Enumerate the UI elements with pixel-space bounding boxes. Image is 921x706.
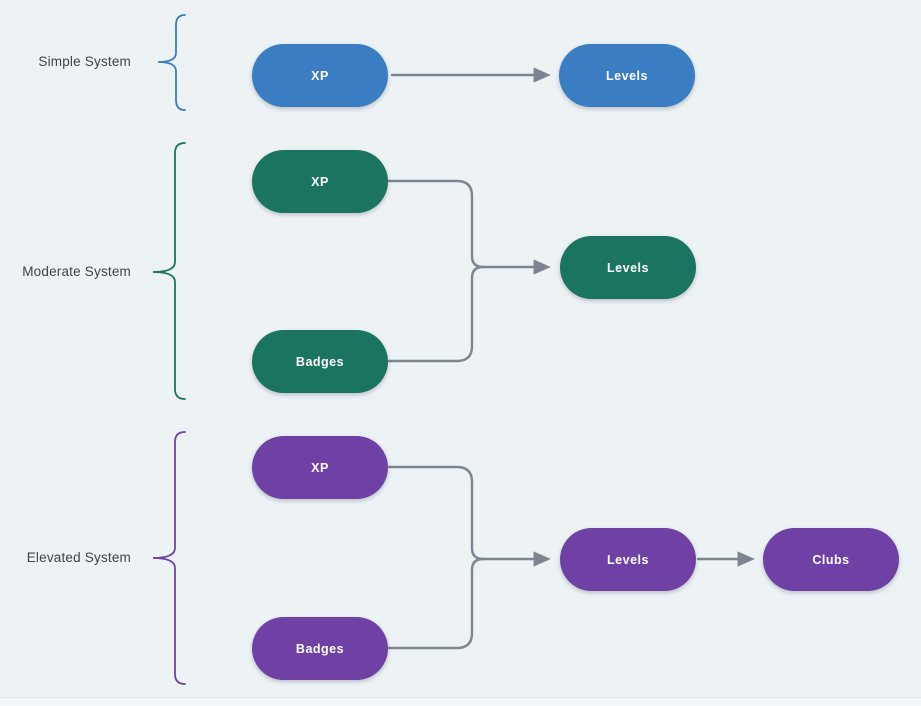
connector-lines	[387, 67, 755, 650]
node-simple-levels: Levels	[559, 44, 695, 107]
brace-simple-system	[157, 14, 186, 111]
connector-elevated-badges	[387, 557, 485, 650]
label-elevated-system: Elevated System	[26, 550, 131, 565]
connector-elevated-xp	[387, 465, 485, 561]
label-simple-system: Simple System	[38, 54, 131, 69]
node-elevated-clubs: Clubs	[763, 528, 899, 591]
node-moderate-levels: Levels	[560, 236, 696, 299]
node-moderate-badges: Badges	[252, 330, 388, 393]
brace-elevated-system	[152, 431, 186, 685]
connector-moderate-badges	[387, 265, 485, 363]
connector-moderate-xp	[387, 179, 485, 269]
node-moderate-xp: XP	[252, 150, 388, 213]
canvas-bottom-edge	[0, 697, 921, 706]
node-simple-xp: XP	[252, 44, 388, 107]
node-elevated-badges: Badges	[252, 617, 388, 680]
label-moderate-system: Moderate System	[22, 264, 131, 279]
node-elevated-xp: XP	[252, 436, 388, 499]
node-elevated-levels: Levels	[560, 528, 696, 591]
brace-moderate-system	[152, 142, 186, 400]
